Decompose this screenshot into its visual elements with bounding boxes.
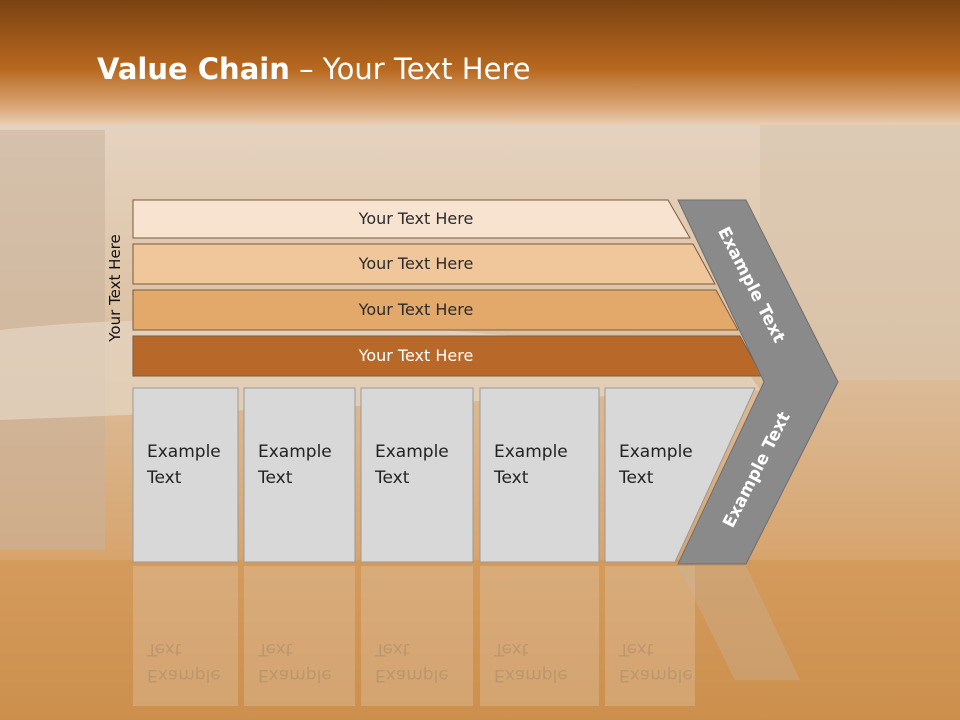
activity-box-reflection [361,566,473,706]
activity-box-line2: Text [258,468,293,488]
arrow-layer [677,199,839,680]
activity-box-line1: Example [147,442,221,462]
activity-box-line2: Text [494,468,529,488]
value-bar-label: Your Text Here [358,254,474,273]
activity-box-4 [479,387,600,563]
activity-box-reflection-text: Example Text [619,636,693,688]
value-bar-3 [132,289,739,331]
activity-box-line2: Text [147,468,182,488]
reflection-line2: Text [258,639,293,659]
background-floor [0,560,960,720]
slide-title: Value Chain – Your Text Here [97,52,531,86]
value-bar-label: Your Text Here [358,300,474,319]
reflection-line1: Example [147,665,221,685]
slide-title-bold: Value Chain [97,52,290,86]
activity-box-line1: Example [619,442,693,462]
reflection-line1: Example [494,665,568,685]
activity-box-line1: Example [494,442,568,462]
margin-chevron-reflection [678,566,800,680]
value-bar-label: Your Text Here [358,209,474,228]
activity-box-reflection-text: Example Text [375,636,449,688]
side-label: Your Text Here [106,234,124,342]
boxes-layer [132,387,756,706]
reflection-line2: Text [375,639,410,659]
slide-title-rest: – Your Text Here [289,52,531,86]
reflection-line1: Example [375,665,449,685]
activity-box-line2: Text [375,468,410,488]
activity-box-5 [604,387,756,563]
activity-box-3 [360,387,474,563]
reflection-line2: Text [494,639,529,659]
activity-box-reflection [480,566,599,706]
activity-box-reflection [605,566,695,706]
activity-box-line2: Text [619,468,654,488]
activity-box-reflection [133,566,238,706]
reflection-line2: Text [147,639,182,659]
value-bar-1 [132,199,691,239]
activity-box-2 [243,387,356,563]
reflection-line1: Example [258,665,332,685]
margin-chevron [677,199,839,565]
activity-box-line1: Example [258,442,332,462]
header-band [0,0,960,125]
activity-box-reflection-text: Example Text [147,636,221,688]
value-bar-2 [132,243,716,285]
reflection-line1: Example [619,665,693,685]
bars-layer [132,199,763,377]
activity-box-1 [132,387,239,563]
reflection-line2: Text [619,639,654,659]
activity-box-reflection [244,566,355,706]
value-bar-label: Your Text Here [358,346,474,365]
activity-box-line1: Example [375,442,449,462]
activity-box-reflection-text: Example Text [494,636,568,688]
activity-box-reflection-text: Example Text [258,636,332,688]
